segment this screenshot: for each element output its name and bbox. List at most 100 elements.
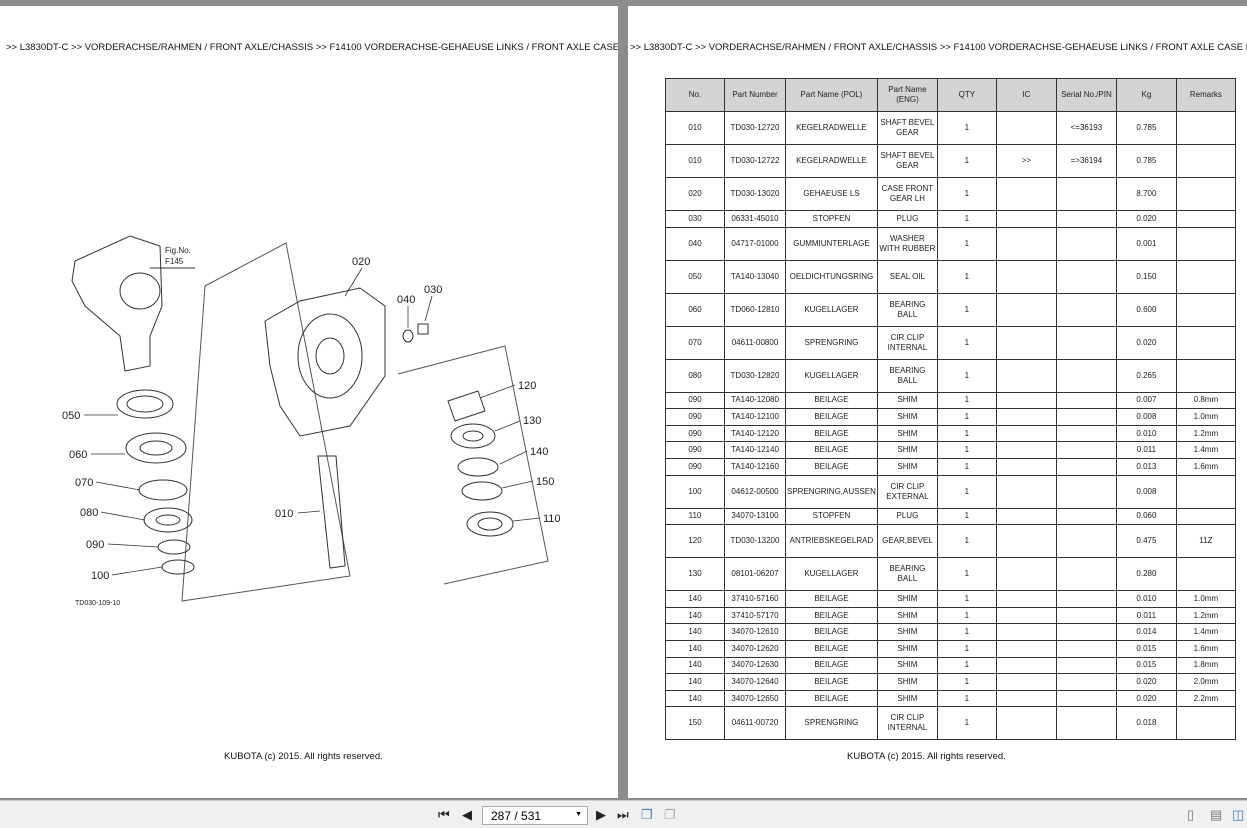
table-cell (1175, 507, 1236, 526)
table-cell: 0.008 (1115, 474, 1177, 509)
case-drawing (264, 287, 386, 437)
table-cell: 1 (936, 457, 997, 476)
table-cell: TA140-12160 (724, 457, 786, 476)
table-cell: 100 (665, 474, 725, 509)
table-cell (1055, 656, 1117, 675)
table-cell (1055, 358, 1117, 393)
first-page-button[interactable]: ⏮ (438, 807, 450, 822)
table-cell: 090 (665, 391, 725, 410)
table-cell (995, 639, 1057, 658)
table-cell: 070 (665, 325, 725, 360)
table-cell: SHIM (876, 457, 938, 476)
table-cell: 1 (936, 144, 997, 178)
table-cell: BEARING BALL (876, 358, 938, 393)
table-cell: TA140-13040 (724, 259, 786, 294)
table-cell: KUGELLAGER (785, 292, 878, 327)
table-cell: BEILAGE (785, 673, 878, 691)
table-cell (995, 358, 1057, 393)
table-cell: 1.8mm (1175, 656, 1236, 675)
table-cell: 140 (665, 673, 725, 691)
table-cell (1175, 226, 1236, 261)
table-cell: SHAFT BEVEL GEAR (876, 144, 938, 178)
table-cell: TA140-12080 (724, 391, 786, 410)
table-cell: 1.0mm (1175, 408, 1236, 426)
callout-130: 130 (523, 415, 541, 427)
table-cell: 1 (936, 210, 997, 228)
table-cell: 110 (665, 507, 725, 526)
table-cell: 34070-12650 (724, 689, 786, 708)
table-cell: KUGELLAGER (785, 358, 878, 393)
table-cell (1055, 457, 1117, 476)
copyright-footer: KUBOTA (c) 2015. All rights reserved. (224, 751, 383, 762)
left-rings (116, 389, 195, 575)
callout-090: 090 (86, 539, 104, 551)
table-cell: 34070-12620 (724, 639, 786, 658)
table-cell (995, 292, 1057, 327)
table-cell: 1.0mm (1175, 590, 1236, 608)
callout-020: 020 (352, 256, 370, 268)
callout-070: 070 (75, 477, 93, 489)
table-cell: 020 (665, 177, 725, 211)
table-cell: 0.007 (1115, 391, 1177, 410)
table-cell: 1 (936, 524, 997, 559)
table-cell: 1 (936, 639, 997, 658)
single-page-view-icon[interactable]: ▯ (1187, 807, 1195, 822)
table-cell: 1 (936, 623, 997, 641)
table-cell: 0.018 (1115, 706, 1177, 741)
previous-page-button[interactable]: ◀ (462, 807, 472, 822)
table-cell: 1 (936, 259, 997, 294)
table-cell: 1 (936, 408, 997, 426)
paste-page-icon[interactable]: ❐ (664, 807, 676, 822)
table-cell: 0.265 (1115, 358, 1177, 393)
continuous-view-icon[interactable]: ▤ (1210, 807, 1223, 822)
next-page-button[interactable]: ▶ (596, 807, 606, 822)
table-cell: 090 (665, 424, 725, 443)
table-cell: 34070-12630 (724, 656, 786, 675)
table-cell: 0.020 (1115, 673, 1177, 691)
table-cell (1055, 226, 1117, 261)
table-cell: SHIM (876, 639, 938, 658)
table-cell: 0.600 (1115, 292, 1177, 327)
table-cell (1055, 623, 1117, 641)
table-cell: 34070-12610 (724, 623, 786, 641)
table-cell: 0.785 (1115, 144, 1177, 178)
table-cell: 140 (665, 656, 725, 675)
table-cell: SHAFT BEVEL GEAR (876, 111, 938, 145)
table-cell (995, 424, 1057, 443)
table-cell (1055, 639, 1117, 658)
table-cell (995, 177, 1057, 211)
table-cell: 130 (665, 557, 725, 592)
table-cell: SHIM (876, 590, 938, 608)
table-cell (995, 623, 1057, 641)
table-cell: 1 (936, 673, 997, 691)
table-cell: 0.475 (1115, 524, 1177, 559)
column-header: Part Name (POL) (785, 78, 878, 112)
callout-050: 050 (62, 410, 80, 422)
page-selector[interactable]: 287 / 531▼ (482, 806, 588, 825)
table-cell: TD030-12820 (724, 358, 786, 393)
table-cell: 0.8mm (1175, 391, 1236, 410)
two-page-view-icon[interactable]: ◫ (1232, 807, 1245, 822)
table-cell (1055, 441, 1117, 459)
table-cell (1175, 474, 1236, 509)
copy-page-icon[interactable]: ❐ (641, 807, 653, 822)
last-page-button[interactable]: ⏭ (617, 807, 629, 822)
table-cell: 04612-00500 (724, 474, 786, 509)
table-cell: STOPFEN (785, 210, 878, 228)
table-cell: 1 (936, 177, 997, 211)
table-cell (995, 524, 1057, 559)
column-header: Part Name (ENG) (876, 78, 938, 112)
table-cell (1055, 408, 1117, 426)
callout-040: 040 (397, 294, 415, 306)
table-cell: 04611-00800 (724, 325, 786, 360)
table-cell: CIR CLIP INTERNAL (876, 706, 938, 741)
